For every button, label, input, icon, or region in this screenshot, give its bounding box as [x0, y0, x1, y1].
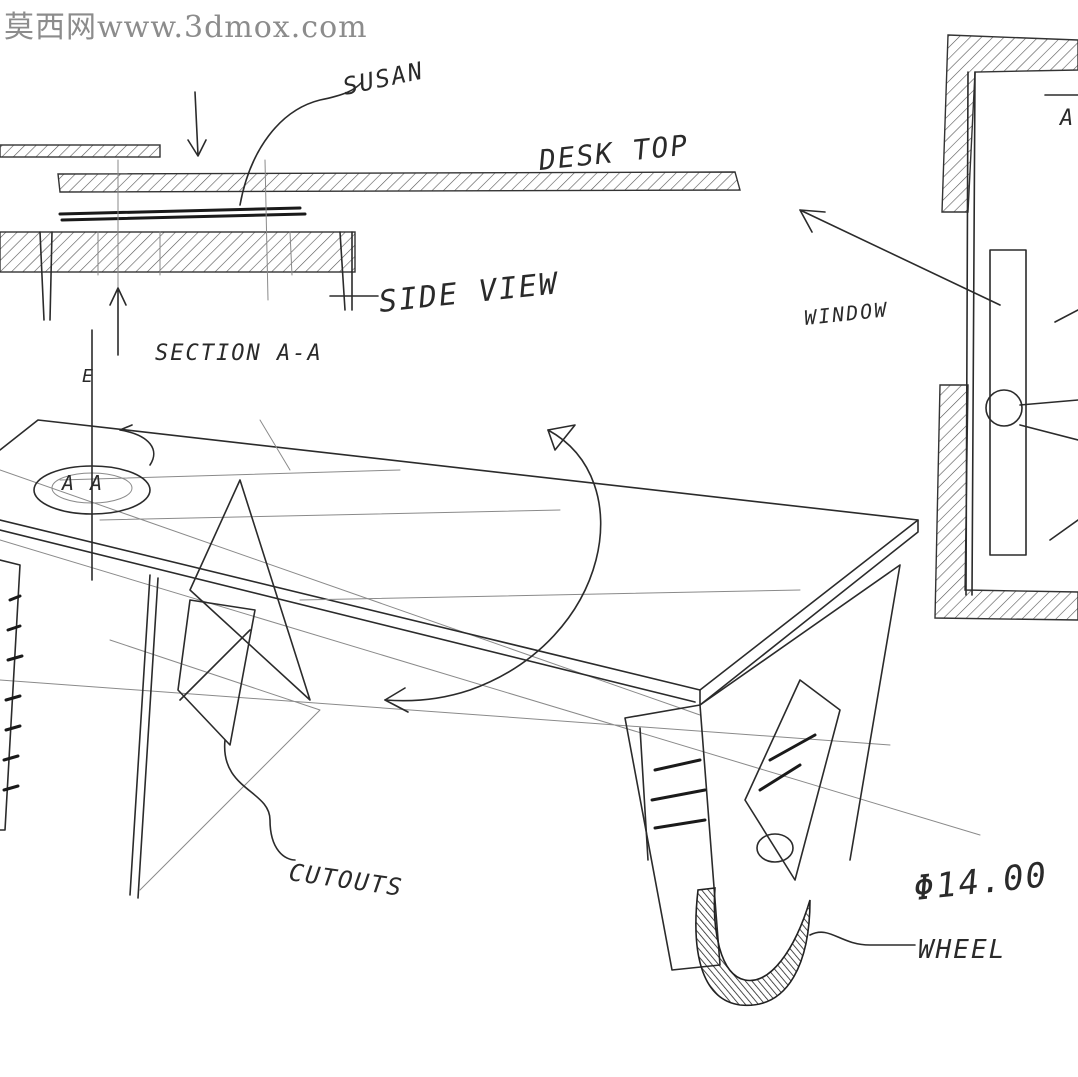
- cutouts-leader: [224, 739, 296, 861]
- window-frame: [934, 34, 1078, 621]
- upper-shelf: [0, 144, 161, 158]
- label-wheel: WHEEL: [918, 935, 1006, 965]
- wheel: [695, 887, 811, 1006]
- desk-perspective: [0, 329, 981, 1006]
- label-diameter: Φ14.00: [912, 855, 1050, 909]
- frame-top-hatch: [941, 34, 1078, 213]
- window-slot: [989, 249, 1027, 556]
- label-desk-top: DESK TOP: [536, 128, 690, 177]
- left-cabinet-side: [129, 574, 159, 899]
- frame-bottom-hatch: [934, 384, 1078, 621]
- label-window: WINDOW: [803, 297, 889, 330]
- label-susan: SUSAN: [340, 56, 426, 100]
- down-arrow: [187, 91, 207, 157]
- window-knob: [985, 389, 1023, 427]
- label-cutouts: CUTOUTS: [287, 858, 405, 902]
- cutout-panel: [177, 599, 256, 746]
- window-arrow: [799, 209, 1001, 306]
- label-side-view: SIDE VIEW: [377, 266, 561, 320]
- leg-cutout: [744, 679, 841, 881]
- susan-plate: [58, 206, 302, 216]
- watermark: 莫西网www.3dmox.com: [4, 10, 368, 45]
- cutout-triangle: [189, 479, 311, 701]
- desk-top-edge: [699, 519, 919, 706]
- susan-leader: [239, 81, 363, 206]
- section-body: [0, 231, 356, 273]
- section-view: [0, 81, 741, 356]
- wheel-hub: [756, 833, 794, 863]
- label-susan-mark: A A: [60, 471, 104, 495]
- label-corner-a: A: [1058, 106, 1075, 131]
- section-legs: [39, 231, 353, 321]
- rotation-arrow: [384, 429, 602, 702]
- label-axis-mark: E: [82, 366, 95, 387]
- desk-top-slab: [57, 171, 741, 193]
- up-arrow: [109, 287, 127, 356]
- label-section: SECTION A-A: [155, 341, 323, 366]
- wheel-leader: [809, 931, 916, 946]
